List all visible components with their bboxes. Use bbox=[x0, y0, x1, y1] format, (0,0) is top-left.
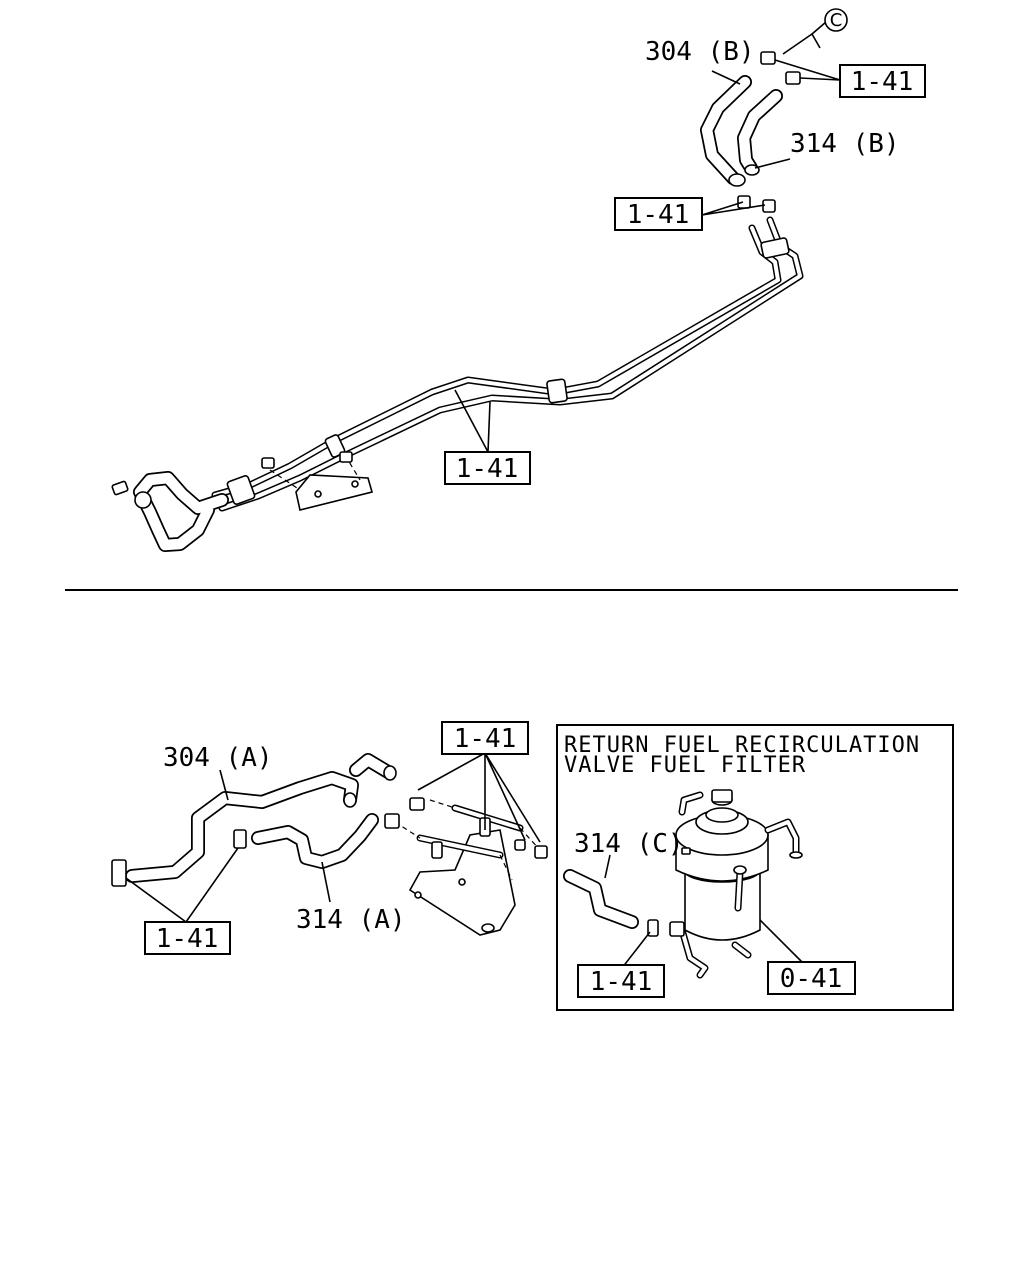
hose-304b-label: 304 (B) bbox=[645, 37, 755, 67]
ref-pipe-label: 1-41 bbox=[456, 454, 519, 484]
hose-314c-label: 314 (C) bbox=[574, 829, 684, 859]
ref-clip-mid-label: 1-41 bbox=[627, 200, 690, 230]
ref-box bbox=[577, 964, 665, 998]
hose-314b-label: 314 (B) bbox=[790, 129, 900, 159]
inset-title-line1: RETURN FUEL RECIRCULATION bbox=[564, 733, 920, 758]
fuel-pipe-assembly bbox=[111, 216, 804, 552]
ref-box bbox=[767, 961, 856, 995]
inset-ref-clip-label: 1-41 bbox=[590, 967, 653, 997]
inset-fuel-filter: RETURN FUEL RECIRCULATION VALVE FUEL FIL… bbox=[556, 724, 954, 1011]
hose-304b bbox=[700, 75, 752, 187]
fuel-filter bbox=[669, 789, 803, 979]
ref-box bbox=[441, 721, 529, 755]
ref-clip-top-label: 1-41 bbox=[851, 67, 914, 97]
inset-title-line2: VALVE FUEL FILTER bbox=[564, 753, 806, 778]
ref-bracket-label: 1-41 bbox=[454, 724, 517, 754]
clip-icon bbox=[762, 199, 776, 213]
inset-ref-filter-label: 0-41 bbox=[780, 964, 843, 994]
ref-clip-left-label: 1-41 bbox=[156, 924, 219, 954]
ref-box bbox=[839, 64, 926, 98]
hose-304a bbox=[111, 753, 397, 887]
view-c-marker bbox=[824, 8, 848, 32]
ref-box bbox=[444, 451, 531, 485]
ref-box bbox=[614, 197, 703, 231]
bottom-section: 304 (A) 314 (A) 1-41 1-41 RETURN FUEL RE… bbox=[111, 721, 954, 1011]
clip-icon bbox=[737, 195, 751, 209]
top-section: C 304 (B) 314 (B) 1-41 1-41 1-41 bbox=[111, 8, 926, 552]
hose-bracket bbox=[384, 797, 548, 936]
hose-304a-label: 304 (A) bbox=[163, 743, 273, 773]
ref-box bbox=[144, 921, 231, 955]
hose-314c bbox=[563, 869, 659, 937]
hose-314a bbox=[233, 813, 379, 869]
clip-icon bbox=[760, 51, 776, 65]
clip-icon bbox=[785, 71, 801, 85]
hose-314a-label: 314 (A) bbox=[296, 905, 406, 935]
view-c-label: C bbox=[830, 10, 843, 31]
